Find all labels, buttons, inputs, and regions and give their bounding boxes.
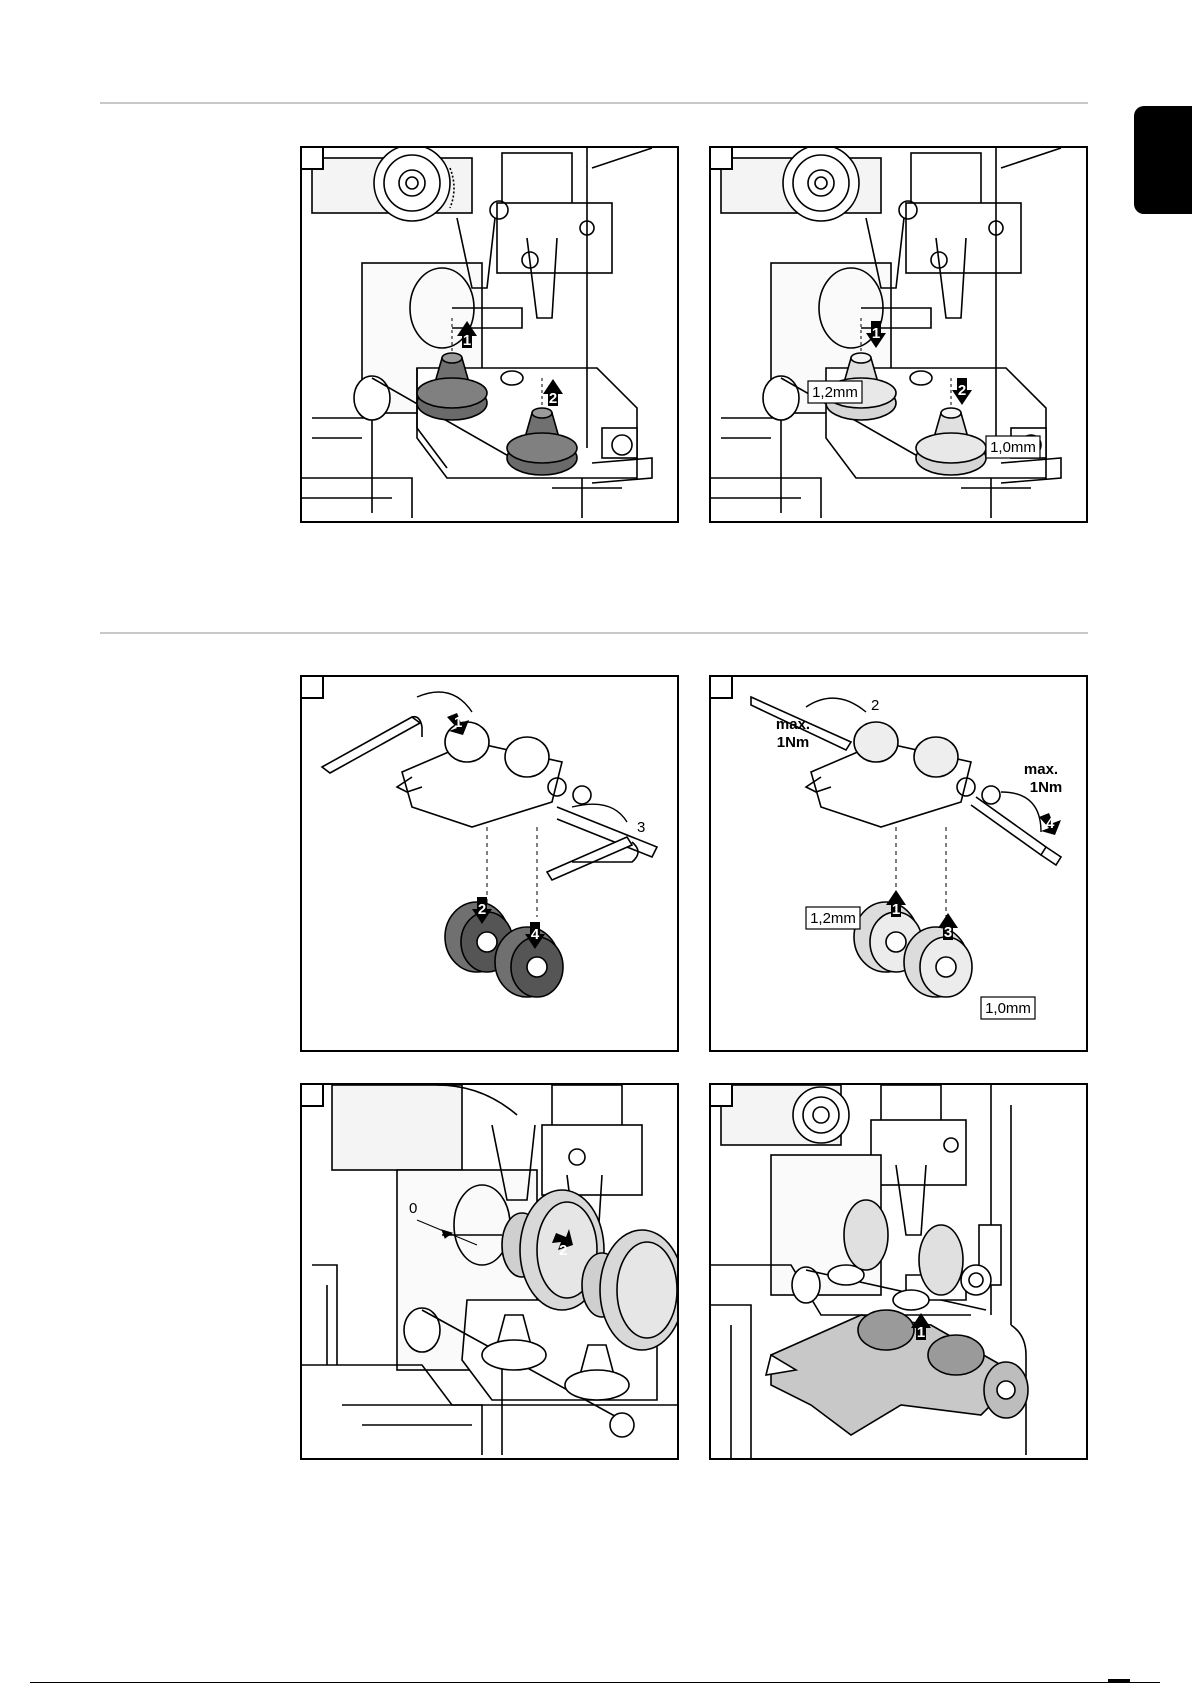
exploded-drawing: 1 2 3 4 [302,677,677,1050]
machine-drawing: 1 [711,1085,1086,1458]
step-box [711,677,733,699]
language-tab [1134,106,1192,214]
callout-2: 2 [559,1242,567,1259]
callout-1: 1 [917,1324,925,1341]
footer-mark [1108,1679,1130,1688]
step-box [711,148,733,170]
torque-label-left-max: max. [776,716,810,733]
callout-1: 1 [892,901,900,918]
torque-label-right-value: 1Nm [1030,779,1063,796]
step-box [302,677,324,699]
size-label-1-2mm: 1,2mm [812,384,858,401]
callout-2: 2 [871,697,879,714]
callout-1: 1 [872,325,880,342]
callout-3: 3 [944,924,952,941]
callout-4: 4 [1046,815,1055,832]
callout-3: 3 [637,819,645,836]
machine-drawing: 1 2 1,2mm 1,0mm [711,148,1086,521]
callout-1: 1 [454,714,462,731]
figure-2-insert-inlet-nozzles: 1 2 1,2mm 1,0mm [709,146,1088,523]
machine-drawing: 1 2 [302,148,677,521]
callout-4: 4 [531,926,540,943]
figure-5-rollers-installed: 0 2 [300,1083,679,1460]
figure-6-close-pressure-lever: 1 [709,1083,1088,1460]
callout-1: 1 [463,332,471,349]
section-divider-top [100,102,1088,104]
step-box [711,1085,733,1107]
torque-label-right-max: max. [1024,761,1058,778]
section-divider-middle [100,632,1088,634]
footer-rule [30,1682,1160,1683]
figure-1-remove-inlet-nozzles: 1 2 [300,146,679,523]
callout-2: 2 [549,390,557,407]
torque-label-left-value: 1Nm [777,734,810,751]
exploded-drawing: 2 4 1 3 max. 1Nm max. 1Nm 1,2mm 1,0mm [711,677,1086,1050]
figure-4-insert-feed-rollers: 2 4 1 3 max. 1Nm max. 1Nm 1,2mm 1,0mm [709,675,1088,1052]
machine-drawing: 0 2 [302,1085,677,1458]
size-label-1-0mm: 1,0mm [990,439,1036,456]
size-label-1-2mm: 1,2mm [810,910,856,927]
callout-2: 2 [958,382,966,399]
size-label-1-0mm: 1,0mm [985,1000,1031,1017]
gap-label-0: 0 [409,1200,417,1217]
step-box [302,148,324,170]
figure-3-remove-feed-rollers: 1 2 3 4 [300,675,679,1052]
callout-2: 2 [478,901,486,918]
step-box [302,1085,324,1107]
